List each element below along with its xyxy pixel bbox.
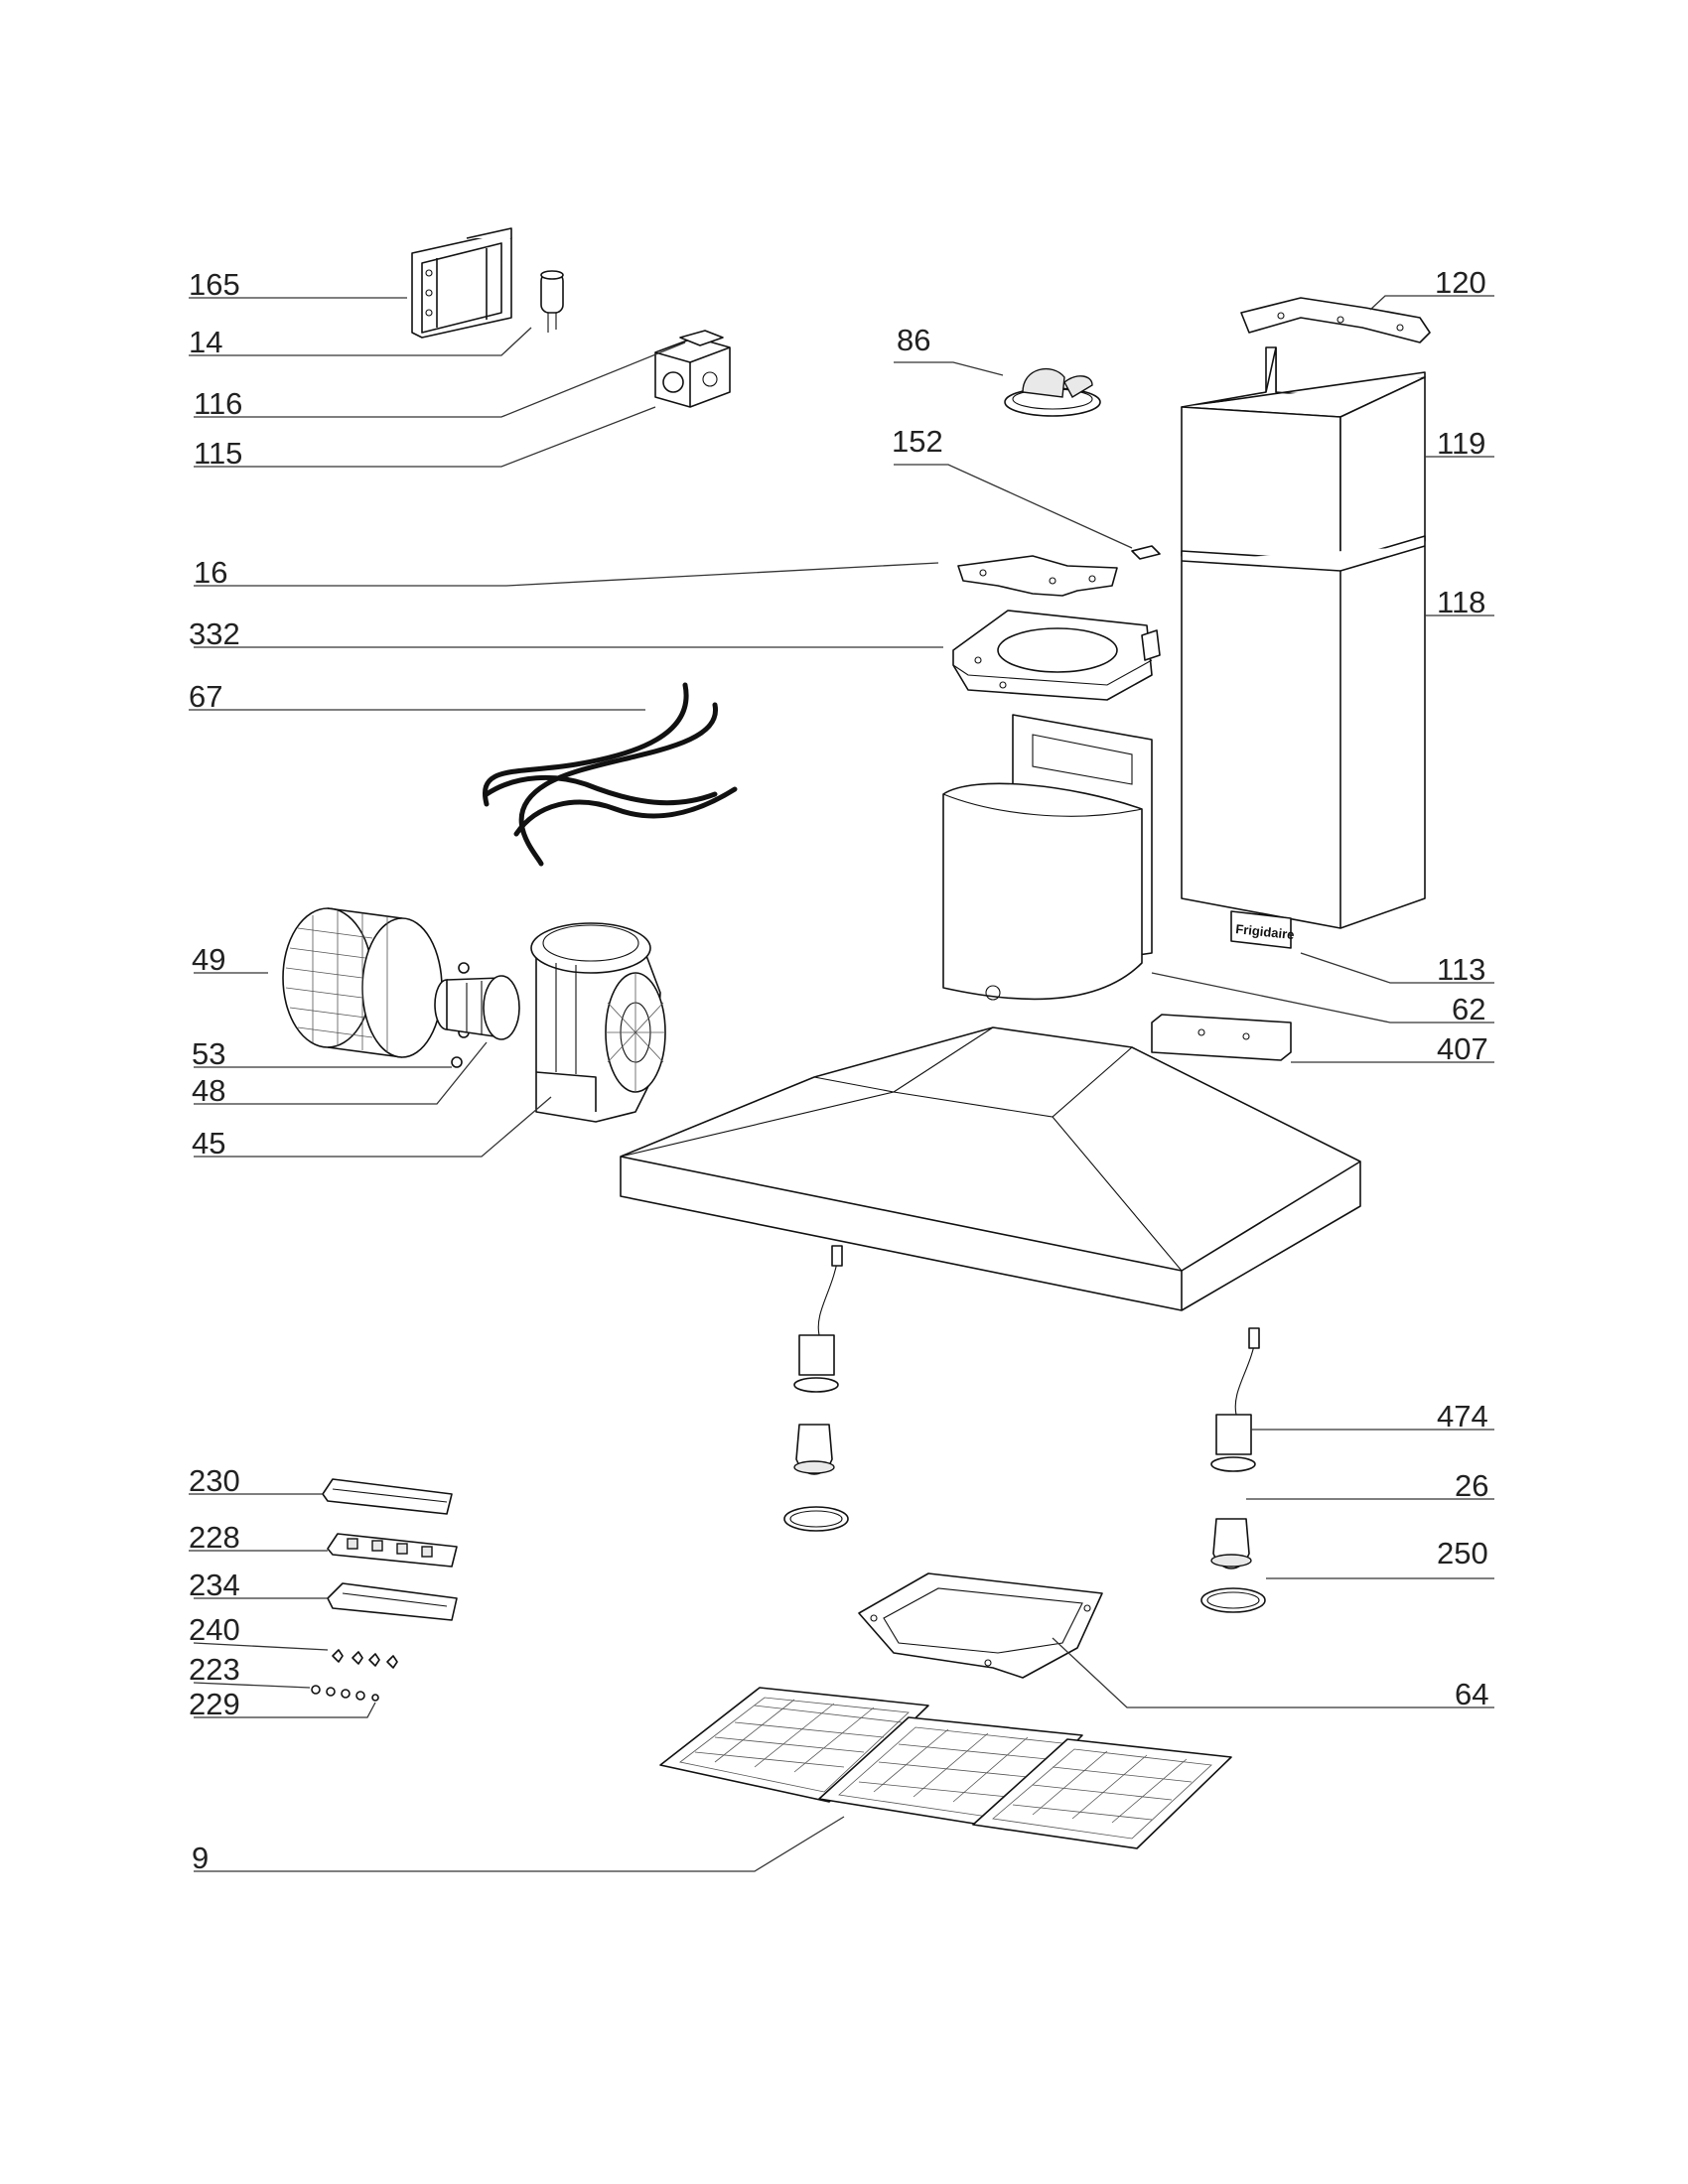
part-230-control-cover [322,1478,453,1515]
part-228-control-board [327,1533,458,1568]
callout-26: 26 [1455,1468,1488,1503]
part-113-logo-badge: Frigidaire [1230,910,1295,949]
callout-62: 62 [1452,992,1485,1026]
callout-9: 9 [192,1841,209,1875]
part-165-bracket [411,227,512,339]
leader-lines [189,295,1494,1872]
callout-86: 86 [897,323,930,357]
part-115-116-junction-box [654,330,731,408]
callout-116: 116 [194,386,242,421]
callout-250: 250 [1437,1536,1488,1570]
callout-labels: 165 14 116 115 16 332 67 49 53 48 45 86 … [189,265,1488,1875]
callout-234: 234 [189,1568,240,1602]
callout-165: 165 [189,267,240,302]
callout-45: 45 [192,1126,225,1160]
brand-logo-text: Frigidaire [1235,921,1295,942]
callout-230: 230 [189,1463,240,1498]
part-229-screw [371,1694,379,1702]
callout-14: 14 [189,325,222,359]
part-14-capacitor [540,270,564,333]
callout-49: 49 [192,942,225,977]
callout-229: 229 [189,1687,240,1721]
callout-48: 48 [192,1073,225,1108]
part-223-lenses [311,1685,365,1701]
part-45-blower-housing [530,922,666,1123]
part-119-upper-chimney [1181,346,1426,567]
callout-67: 67 [189,679,222,714]
part-48-motor [434,975,520,1040]
callout-228: 228 [189,1520,240,1555]
callout-115: 115 [194,436,242,471]
callout-64: 64 [1455,1677,1488,1711]
part-120-top-bracket [1240,297,1431,343]
part-118-lower-chimney [1181,535,1426,929]
callout-113: 113 [1437,952,1485,987]
part-240-buttons [332,1649,398,1669]
callout-240: 240 [189,1612,240,1647]
part-hood-canopy [620,1026,1361,1311]
part-152-clip [1131,545,1161,560]
part-64-filter-frame [858,1572,1103,1679]
callout-120: 120 [1435,265,1486,300]
callout-332: 332 [189,616,240,651]
callout-223: 223 [189,1652,240,1687]
part-234-control-housing [327,1582,458,1621]
callout-474: 474 [1437,1399,1488,1433]
part-407-control-bracket [1151,1014,1292,1061]
part-62-duct-cover [942,714,1153,1001]
part-9-grease-filters [659,1687,1232,1849]
part-67-wire-harness [483,682,738,867]
part-lamp-assembly-right [1200,1327,1266,1613]
part-16-plate [957,555,1118,597]
callout-53: 53 [192,1036,225,1071]
callout-119: 119 [1437,426,1485,461]
callout-407: 407 [1437,1031,1488,1066]
callout-152: 152 [892,424,943,459]
callout-118: 118 [1437,585,1485,619]
part-332-blower-plate [952,610,1161,701]
part-49-blower-wheel [282,907,443,1058]
part-86-damper [1004,367,1101,417]
part-lamp-assembly-left [783,1245,849,1532]
callout-16: 16 [194,555,227,590]
